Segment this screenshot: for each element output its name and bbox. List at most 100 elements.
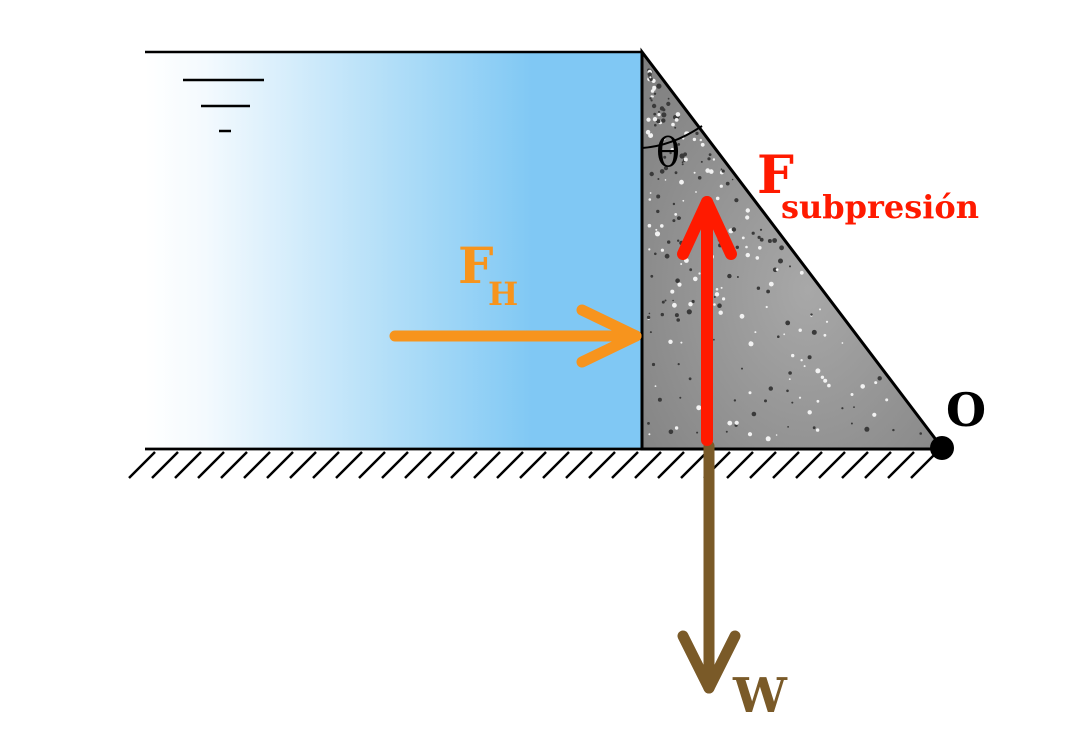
concrete-speckle [765, 305, 768, 309]
concrete-speckle [705, 168, 710, 173]
concrete-speckle [727, 420, 733, 426]
ground-hatch-line [841, 451, 869, 479]
concrete-speckle [755, 256, 760, 260]
concrete-speckle [663, 138, 666, 141]
concrete-speckle [669, 151, 672, 155]
ground-hatch-line [128, 451, 156, 479]
concrete-speckle [745, 208, 750, 213]
concrete-speckle [668, 429, 674, 435]
concrete-speckle [667, 240, 671, 244]
concrete-speckle [700, 160, 703, 163]
concrete-speckle [653, 112, 657, 116]
ground-hatch-line [335, 451, 363, 479]
concrete-speckle [696, 431, 699, 434]
concrete-speckle [660, 248, 665, 252]
concrete-speckle [674, 171, 678, 175]
concrete-speckle [751, 231, 755, 235]
concrete-speckle [765, 436, 771, 442]
concrete-speckle [892, 428, 895, 432]
concrete-speckle [788, 378, 791, 380]
concrete-speckle [745, 215, 750, 220]
concrete-speckle [654, 123, 657, 127]
ground-hatch-line [749, 451, 777, 479]
hydrostatic-force-arrow [389, 304, 642, 368]
concrete-speckle [647, 422, 650, 425]
ground-hatch-line [680, 451, 708, 479]
ground-hatch-line [887, 451, 915, 479]
concrete-speckle [758, 246, 762, 250]
concrete-speckle [650, 99, 653, 102]
concrete-speckle [654, 252, 657, 256]
theta-angle-arc [641, 125, 703, 149]
concrete-speckle [791, 353, 795, 358]
concrete-speckle [747, 432, 753, 437]
concrete-speckle [693, 276, 698, 282]
concrete-speckle [759, 228, 763, 231]
concrete-speckle [823, 333, 827, 337]
concrete-speckle [777, 335, 780, 339]
ground-hatch-line [220, 451, 248, 479]
concrete-speckle [798, 328, 802, 332]
concrete-speckle [751, 411, 757, 417]
concrete-speckle [772, 238, 777, 243]
concrete-speckle [812, 426, 816, 430]
concrete-speckle [686, 309, 692, 315]
concrete-speckle [664, 179, 667, 181]
concrete-speckle [764, 399, 767, 403]
concrete-speckle [675, 112, 681, 117]
uplift-force-label: F subpresión [757, 145, 979, 226]
concrete-speckle [788, 371, 792, 375]
weight-label: W [732, 668, 788, 724]
concrete-speckle [699, 138, 702, 142]
concrete-speckle [664, 299, 667, 302]
concrete-speckle [689, 268, 693, 272]
hydrostatic-force-label-subscript: H [488, 275, 518, 313]
concrete-speckle [877, 376, 882, 381]
uplift-force-label-main: F [757, 145, 794, 206]
concrete-speckle [810, 313, 813, 316]
ground-hatch-line [634, 451, 662, 479]
concrete-speckle [670, 148, 675, 152]
concrete-speckle [688, 377, 692, 381]
concrete-speckle [722, 297, 726, 301]
concrete-speckle [681, 163, 684, 166]
concrete-speckle [768, 386, 773, 391]
concrete-speckle [800, 359, 803, 362]
concrete-speckle [692, 137, 697, 142]
concrete-speckle [679, 396, 682, 399]
ground-hatch-line [151, 451, 179, 479]
concrete-speckle [807, 410, 812, 415]
concrete-speckle [657, 397, 662, 402]
concrete-speckle [695, 191, 697, 193]
concrete-speckle [649, 192, 652, 194]
concrete-speckle [667, 97, 670, 100]
concrete-speckle [679, 179, 684, 185]
ground-hatch-line [910, 451, 938, 479]
concrete-speckle [720, 168, 723, 170]
concrete-speckle [767, 239, 772, 243]
concrete-speckle [661, 300, 665, 304]
ground-hatch-line [565, 451, 593, 479]
concrete-speckle [853, 406, 855, 408]
concrete-speckle [660, 312, 664, 317]
concrete-speckle [680, 263, 683, 265]
concrete-speckle [677, 143, 681, 146]
concrete-speckle [786, 389, 789, 393]
concrete-speckle [691, 299, 695, 304]
concrete-speckle [734, 420, 739, 425]
ground-hatch-line [197, 451, 225, 479]
concrete-speckle [785, 320, 791, 326]
concrete-speckle [754, 331, 757, 334]
concrete-speckle [661, 112, 667, 118]
concrete-speckle [708, 153, 712, 157]
concrete-speckle [779, 245, 784, 251]
ground [128, 447, 943, 479]
concrete-speckle [645, 129, 651, 135]
concrete-speckle [823, 378, 828, 383]
concrete-speckle [651, 362, 656, 367]
concrete-speckle [664, 253, 670, 259]
ground-hatch-line [312, 451, 340, 479]
concrete-speckle [677, 282, 682, 287]
concrete-speckle [671, 122, 675, 127]
